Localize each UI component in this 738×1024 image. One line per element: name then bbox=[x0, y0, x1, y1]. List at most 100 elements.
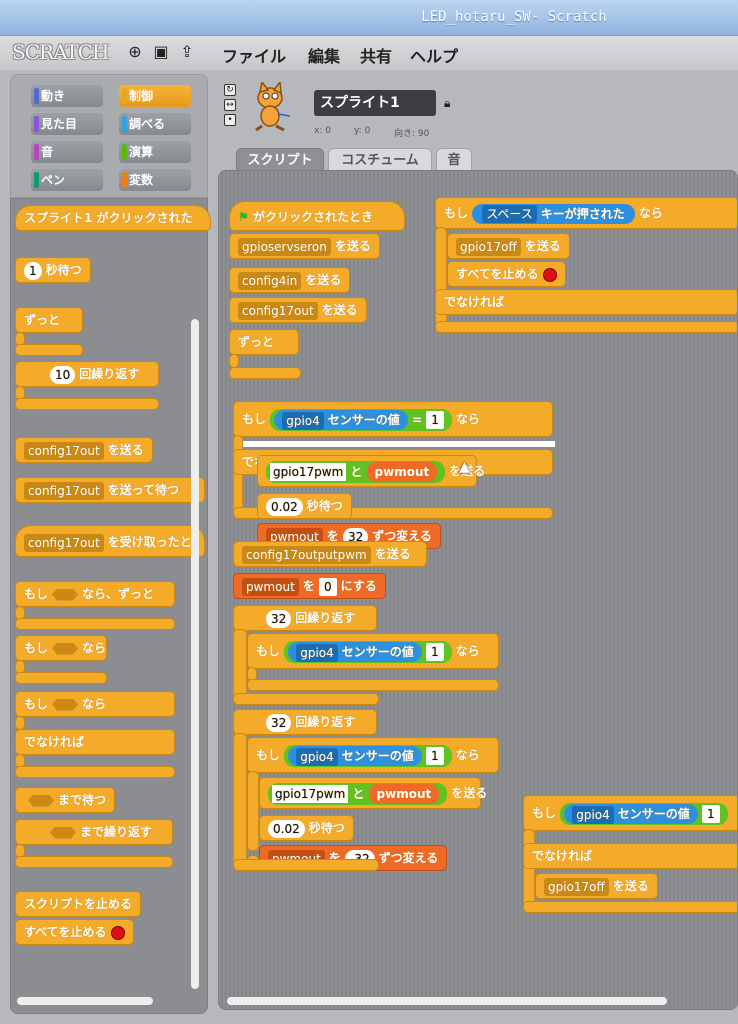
compare-value[interactable]: 1 bbox=[701, 805, 720, 823]
palette-if-else[interactable]: もしなら bbox=[15, 691, 175, 717]
category-operators[interactable]: 演算 bbox=[119, 141, 191, 163]
condition-slot[interactable] bbox=[28, 794, 54, 807]
tab-costumes[interactable]: コスチューム bbox=[328, 148, 432, 172]
scripts-horizontal-scrollbar[interactable] bbox=[227, 997, 667, 1005]
compare-value[interactable]: 1 bbox=[425, 643, 444, 661]
sprite-name-field[interactable]: スプライト1 bbox=[314, 90, 436, 116]
wait-value[interactable]: 0.02 bbox=[268, 819, 305, 838]
sprite-thumbnail-cat-icon[interactable] bbox=[248, 82, 298, 132]
sensor-dropdown[interactable]: gpio4 bbox=[296, 747, 338, 766]
flip-lr-icon[interactable]: ↔ bbox=[224, 99, 236, 111]
palette-vertical-scrollbar[interactable] bbox=[191, 319, 199, 989]
sensor-dropdown[interactable]: gpio4 bbox=[282, 411, 324, 430]
globe-icon[interactable]: ⊕ bbox=[128, 42, 142, 61]
category-looks[interactable]: 見た目 bbox=[31, 113, 103, 135]
no-rotate-icon[interactable]: • bbox=[224, 114, 236, 126]
menu-help[interactable]: ヘルプ bbox=[410, 47, 459, 66]
palette-horizontal-scrollbar[interactable] bbox=[17, 997, 153, 1005]
category-sensing[interactable]: 調べる bbox=[119, 113, 191, 135]
condition-slot[interactable] bbox=[50, 826, 76, 839]
category-sound[interactable]: 音 bbox=[31, 141, 103, 163]
palette-if[interactable]: もしなら bbox=[15, 635, 107, 661]
receive-dropdown[interactable]: config17out bbox=[24, 533, 104, 552]
variable-dropdown[interactable]: pwmout bbox=[242, 577, 299, 596]
repeat-value[interactable]: 32 bbox=[266, 609, 292, 628]
condition-slot[interactable] bbox=[52, 642, 79, 655]
key-pressed-reporter[interactable]: スペースキーが押された bbox=[472, 203, 635, 224]
broadcast-wait-dropdown[interactable]: config17out bbox=[24, 481, 104, 500]
category-pen[interactable]: ペン bbox=[31, 169, 103, 191]
share-icon[interactable]: ⇪ bbox=[180, 42, 194, 61]
sensor-dropdown[interactable]: gpio4 bbox=[296, 643, 338, 662]
tab-scripts[interactable]: スクリプト bbox=[236, 148, 324, 172]
join-text[interactable]: gpio17pwm bbox=[270, 463, 347, 481]
save-icon[interactable]: ▣ bbox=[153, 42, 169, 61]
menu-edit[interactable]: 編集 bbox=[308, 47, 341, 66]
broadcast-dropdown[interactable]: gpioservseron bbox=[238, 237, 331, 256]
condition-slot[interactable] bbox=[52, 588, 79, 601]
wait-value[interactable]: 1 bbox=[24, 261, 42, 280]
palette-stop-all[interactable]: すべてを止める bbox=[15, 919, 134, 945]
category-control[interactable]: 制御 bbox=[119, 85, 191, 107]
palette-if-forever[interactable]: もしなら、ずっと bbox=[15, 581, 175, 607]
broadcast-dropdown[interactable]: gpio17off bbox=[456, 237, 521, 256]
repeat-value[interactable]: 32 bbox=[266, 713, 292, 732]
when-flag-clicked-hat[interactable]: ⚑ がクリックされたとき bbox=[229, 201, 405, 231]
condition-slot[interactable] bbox=[52, 698, 79, 711]
category-motion[interactable]: 動き bbox=[31, 85, 103, 107]
broadcast-dropdown[interactable]: config17out bbox=[238, 301, 318, 320]
compare-value[interactable]: 1 bbox=[426, 411, 444, 429]
repeat-value[interactable]: 10 bbox=[50, 365, 76, 384]
broadcast-dropdown[interactable]: config4in bbox=[238, 271, 302, 290]
join-text[interactable]: gpio17pwm bbox=[272, 785, 349, 803]
key-dropdown[interactable]: スペース bbox=[482, 205, 537, 223]
set-value[interactable]: 0 bbox=[318, 577, 337, 596]
compare-value[interactable]: 1 bbox=[425, 747, 444, 765]
broadcast-dropdown[interactable]: config17outputpwm bbox=[242, 545, 371, 564]
wait-value[interactable]: 0.02 bbox=[266, 497, 303, 516]
forever-block[interactable]: ずっと bbox=[229, 329, 299, 355]
broadcast-dropdown[interactable]: config17out bbox=[24, 441, 104, 460]
menu-file[interactable]: ファイル bbox=[222, 47, 287, 66]
palette-repeat-until[interactable]: まで繰り返す bbox=[15, 819, 173, 845]
palette-wait-until[interactable]: まで待つ bbox=[15, 787, 116, 813]
pwmout-reporter[interactable]: pwmout bbox=[366, 462, 438, 482]
palette-when-sprite-clicked[interactable]: スプライト1 がクリックされた bbox=[15, 205, 211, 231]
palette-forever[interactable]: ずっと bbox=[15, 307, 83, 333]
menu-share[interactable]: 共有 bbox=[360, 47, 393, 66]
sensor-dropdown[interactable]: gpio4 bbox=[572, 805, 614, 824]
category-variables[interactable]: 変数 bbox=[119, 169, 191, 191]
tab-sounds[interactable]: 音 bbox=[436, 148, 472, 172]
